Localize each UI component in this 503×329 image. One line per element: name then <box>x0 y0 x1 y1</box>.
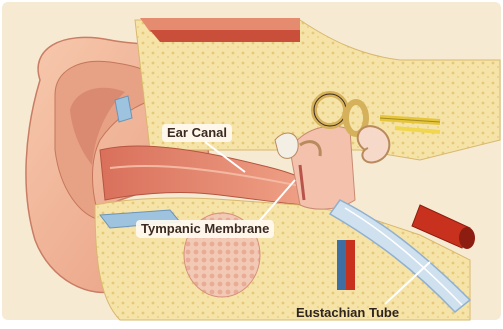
middle-ear-shape <box>290 126 355 209</box>
ear-canal-label: Ear Canal <box>162 124 232 142</box>
tympanic-membrane-label: Tympanic Membrane <box>136 220 274 238</box>
eustachian-tube-label: Eustachian Tube <box>292 304 403 322</box>
